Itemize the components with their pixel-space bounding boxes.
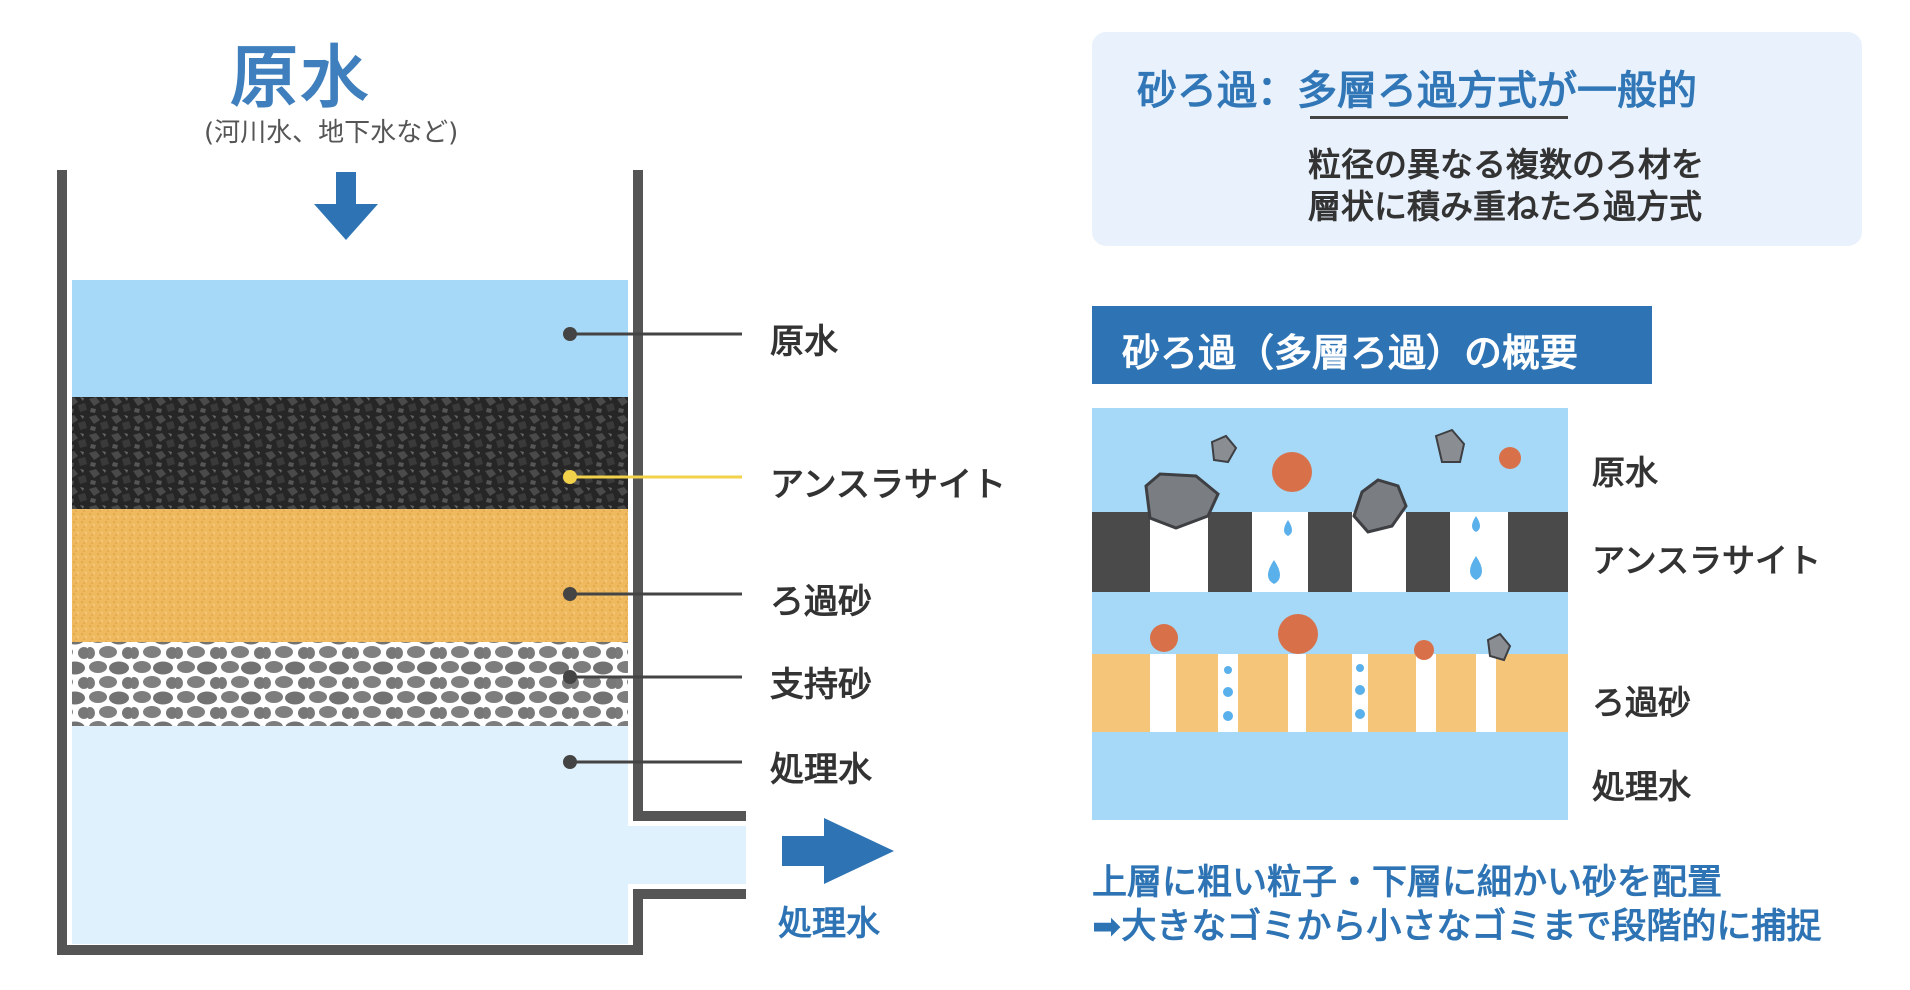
outlet-pipe-water bbox=[628, 826, 746, 884]
info-box bbox=[1092, 32, 1862, 246]
info-description-line2: 層状に積み重ねたろ過方式 bbox=[1308, 187, 1703, 226]
tank-raw-water-layer bbox=[72, 280, 628, 397]
info-title-underline bbox=[1310, 116, 1568, 119]
info-title: 砂ろ過：多層ろ過方式が一般的 bbox=[1137, 68, 1697, 114]
tank-filter-sand-layer bbox=[72, 509, 628, 642]
note-line2: ➡大きなゴミから小さなゴミまで段階的に捕捉 bbox=[1092, 907, 1822, 947]
overview-label-raw-water: 原水 bbox=[1592, 453, 1658, 492]
tank-label-anthracite: アンスラサイト bbox=[770, 465, 1006, 505]
overview-title: 砂ろ過（多層ろ過）の概要 bbox=[1122, 331, 1579, 375]
tank-label-raw-water: 原水 bbox=[770, 322, 838, 362]
overview-label-filter-sand: ろ過砂 bbox=[1592, 683, 1691, 722]
overview-banner bbox=[1092, 306, 1652, 384]
tank-label-support-gravel: 支持砂 bbox=[770, 665, 872, 705]
tank-anthracite-layer bbox=[72, 397, 628, 509]
raw-water-subtitle: (河川水、地下水など) bbox=[204, 118, 459, 148]
overview-label-anthracite: アンスラサイト bbox=[1592, 541, 1822, 580]
outlet-label: 処理水 bbox=[778, 904, 880, 944]
tank-wall bbox=[57, 170, 746, 955]
tank-leader-lines bbox=[563, 327, 742, 769]
tank-label-treated-water: 処理水 bbox=[770, 750, 872, 790]
overview-label-treated-water: 処理水 bbox=[1592, 767, 1691, 806]
tank-support-gravel-layer bbox=[72, 642, 628, 726]
tank-label-filter-sand: ろ過砂 bbox=[770, 582, 872, 622]
schematic-particles bbox=[1144, 428, 1521, 662]
raw-water-title: 原水 bbox=[230, 39, 371, 118]
note-line1: 上層に粗い粒子・下層に細かい砂を配置 bbox=[1092, 863, 1723, 903]
overview-schematic bbox=[1092, 408, 1568, 820]
schematic-sand-row bbox=[1092, 654, 1568, 732]
tank-treated-water-layer bbox=[72, 726, 628, 944]
outflow-arrow-icon bbox=[782, 818, 894, 884]
info-description-line1: 粒径の異なる複数のろ材を bbox=[1308, 145, 1704, 184]
inflow-arrow-icon bbox=[314, 172, 378, 240]
